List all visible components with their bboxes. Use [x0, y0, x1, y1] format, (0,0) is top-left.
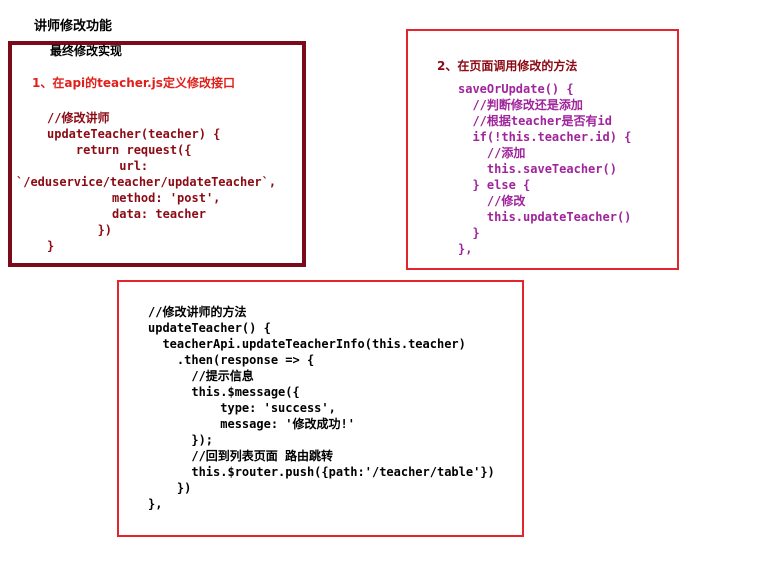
code-line: message: '修改成功!'	[148, 417, 355, 431]
code-line: //修改讲师的方法	[148, 305, 247, 319]
code-line: //判断修改还是添加	[458, 98, 583, 112]
code-line: teacherApi.updateTeacherInfo(this.teache…	[148, 337, 466, 351]
page-call-box	[406, 29, 679, 270]
code-line: this.saveTeacher()	[458, 162, 617, 176]
code-line: data: teacher	[47, 207, 206, 221]
code-line: });	[148, 433, 214, 447]
code-line: //修改	[458, 194, 526, 208]
code-line: //回到列表页面 路由跳转	[148, 449, 334, 463]
code-line: }	[458, 226, 480, 240]
code-line: url:	[47, 159, 149, 173]
box1-step-title: 1、在api的teacher.js定义修改接口	[32, 76, 235, 90]
code-line: },	[458, 242, 473, 256]
code-line: })	[47, 223, 113, 237]
box1-subtitle: 最终修改实现	[50, 44, 123, 58]
code-line: updateTeacher(teacher) {	[47, 127, 221, 141]
code-line: //修改讲师	[47, 111, 110, 125]
code-line: method: 'post',	[47, 191, 221, 205]
code-line: .then(response => {	[148, 353, 315, 367]
code-line: this.$message({	[148, 385, 300, 399]
code-line: //根据teacher是否有id	[458, 114, 612, 128]
code-line: //提示信息	[148, 369, 254, 383]
code-line: saveOrUpdate() {	[458, 82, 574, 96]
code-line: type: 'success',	[148, 401, 336, 415]
code-line: } else {	[458, 178, 531, 192]
code-line: this.$router.push({path:'/teacher/table'…	[148, 465, 495, 479]
code-line: return request({	[47, 143, 192, 157]
box2-step-title: 2、在页面调用修改的方法	[437, 59, 578, 73]
api-definition-box	[8, 41, 306, 267]
code-line: })	[148, 481, 192, 495]
code-line: //添加	[458, 146, 526, 160]
update-method-box	[117, 280, 524, 537]
code-line: },	[148, 497, 163, 511]
code-line: }	[47, 239, 55, 253]
code-line: this.updateTeacher()	[458, 210, 632, 224]
code-line: if(!this.teacher.id) {	[458, 130, 632, 144]
code-line: updateTeacher() {	[148, 321, 271, 335]
page-title: 讲师修改功能	[34, 19, 113, 34]
code-line: `/eduservice/teacher/updateTeacher`,	[16, 175, 277, 189]
